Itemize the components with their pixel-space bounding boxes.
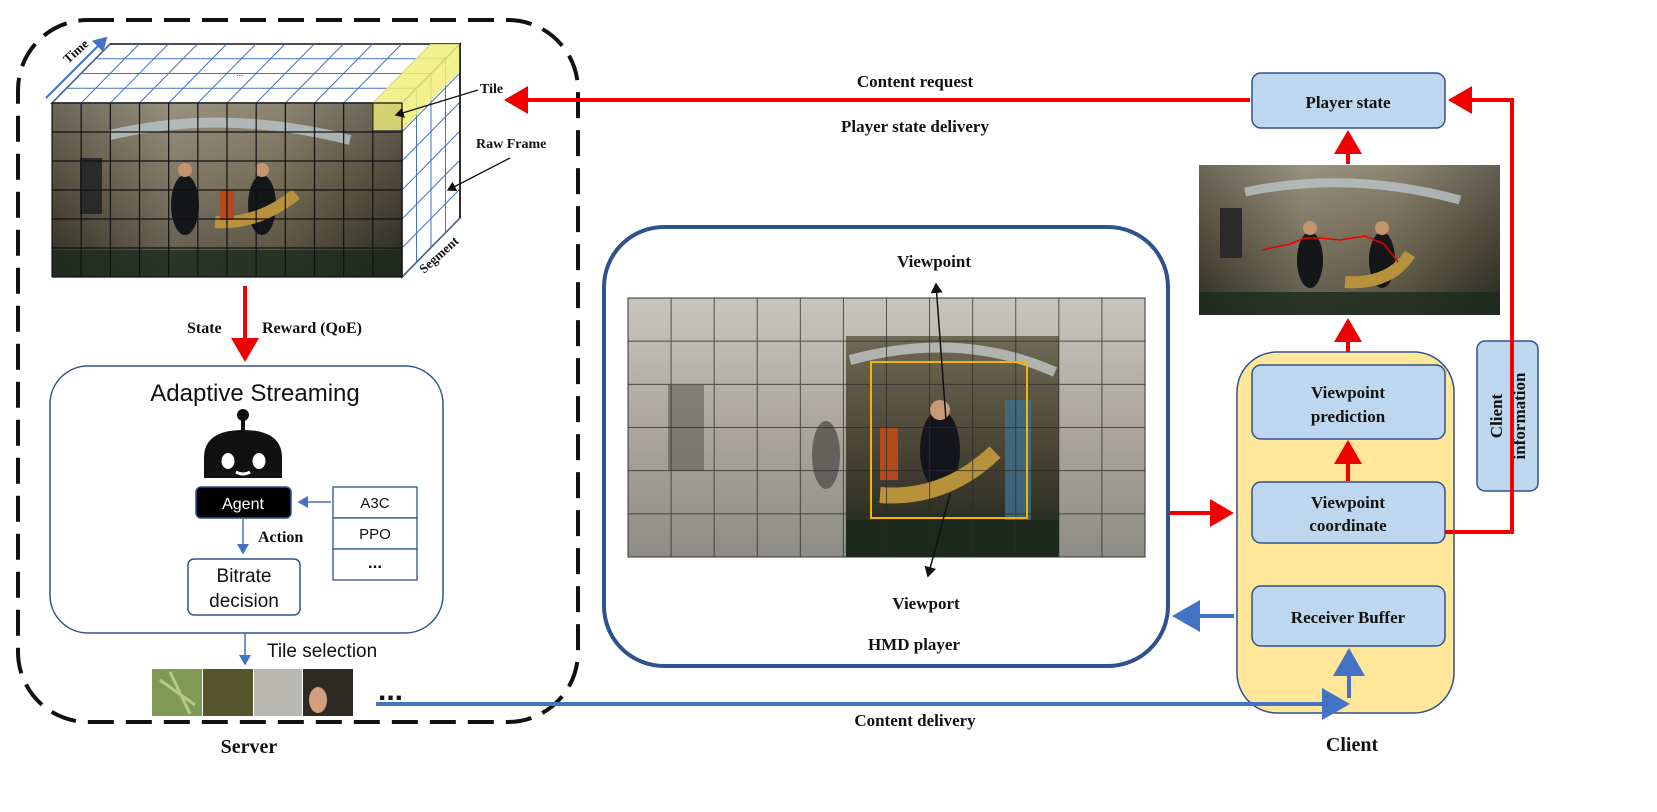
- algorithm-a3c: A3C: [360, 495, 389, 512]
- tiles-ellipsis: ...: [378, 674, 403, 707]
- viewpoint-coordinate-line1: Viewpoint: [1311, 493, 1385, 512]
- agent-box: [195, 486, 292, 519]
- algorithm-ppo: PPO: [359, 526, 391, 543]
- hmd-player-group: Viewpoint Viewport HMD player: [602, 225, 1170, 668]
- panorama-tile-grid: [628, 298, 1145, 557]
- viewport-label: Viewport: [892, 594, 960, 613]
- state-label: State: [187, 320, 222, 337]
- top-grid-ellipsis: ...: [236, 68, 244, 78]
- client-group: Player state Viewpoint prediction Viewpo…: [1199, 72, 1539, 756]
- reward-label: Reward (QoE): [262, 320, 362, 337]
- viewpoint-coordinate-box: [1251, 481, 1446, 544]
- agent-label: Agent: [222, 496, 264, 513]
- adaptive-streaming-title: Adaptive Streaming: [150, 380, 359, 407]
- client-information-line1: Client: [1487, 393, 1506, 438]
- viewport-pointer-arrow: [924, 493, 951, 578]
- receiver-buffer-label: Receiver Buffer: [1291, 608, 1406, 627]
- client-information-arrow: [1445, 86, 1514, 534]
- bitrate-decision-line2: decision: [209, 591, 279, 612]
- server-dashed-boundary: [16, 18, 580, 724]
- viewpoint-prediction-line2: prediction: [1311, 407, 1386, 426]
- algorithm-list: A3C PPO ...: [332, 486, 418, 581]
- hmd-player-label: HMD player: [868, 635, 961, 654]
- tile-highlight-top: [372, 44, 460, 103]
- viewpoint-trajectory: [1261, 235, 1399, 263]
- video-segment-cube: Time ... Segment Tile Raw Frame: [45, 36, 546, 279]
- viewpoint-label: Viewpoint: [897, 252, 971, 271]
- viewpoint-coordinate-line2: coordinate: [1309, 516, 1387, 535]
- viewport-box: [870, 361, 1028, 519]
- server-group: Time ... Segment Tile Raw Frame State Re…: [16, 18, 580, 758]
- tile-label: Tile: [480, 82, 503, 97]
- selected-tiles-strip: ...: [152, 669, 403, 716]
- player-state-delivery-label: Player state delivery: [841, 117, 989, 136]
- player-state-label: Player state: [1305, 93, 1391, 112]
- raw-frame-pointer-arrow: [446, 157, 511, 192]
- adaptive-streaming-box: Adaptive Streaming Agent A3C PPO ...: [49, 365, 444, 634]
- robot-icon: [204, 409, 282, 478]
- content-delivery-label: Content delivery: [854, 711, 976, 730]
- tile-selection-label: Tile selection: [267, 641, 377, 662]
- tile-highlight-front: [372, 103, 402, 130]
- raw-frame-tile-grid: [51, 102, 403, 278]
- client-label: Client: [1326, 734, 1379, 756]
- time-label: Time: [60, 36, 91, 66]
- client-information-box: [1476, 340, 1539, 492]
- receiver-buffer-box: [1251, 585, 1446, 647]
- client-information-line2: information: [1510, 372, 1529, 459]
- bitrate-decision-box: [187, 558, 301, 616]
- algorithm-more: ...: [368, 553, 382, 572]
- tile-pointer-arrow: [394, 89, 479, 118]
- content-request-label: Content request: [857, 72, 974, 91]
- viewport-region: [812, 336, 1059, 557]
- cube-top-grid: [51, 43, 461, 104]
- action-label: Action: [258, 529, 303, 546]
- viewpoint-prediction-line1: Viewpoint: [1311, 383, 1385, 402]
- player-state-box: [1251, 72, 1446, 129]
- raw-frame-label: Raw Frame: [476, 137, 546, 152]
- bitrate-decision-line1: Bitrate: [217, 566, 272, 587]
- viewpoint-prediction-box: [1251, 364, 1446, 440]
- server-label: Server: [221, 736, 278, 758]
- time-axis-arrow: [45, 36, 108, 99]
- viewpoint-pointer-arrow: [930, 282, 947, 421]
- predicted-frame-image: [1199, 165, 1500, 315]
- panorama-image: [627, 297, 1146, 558]
